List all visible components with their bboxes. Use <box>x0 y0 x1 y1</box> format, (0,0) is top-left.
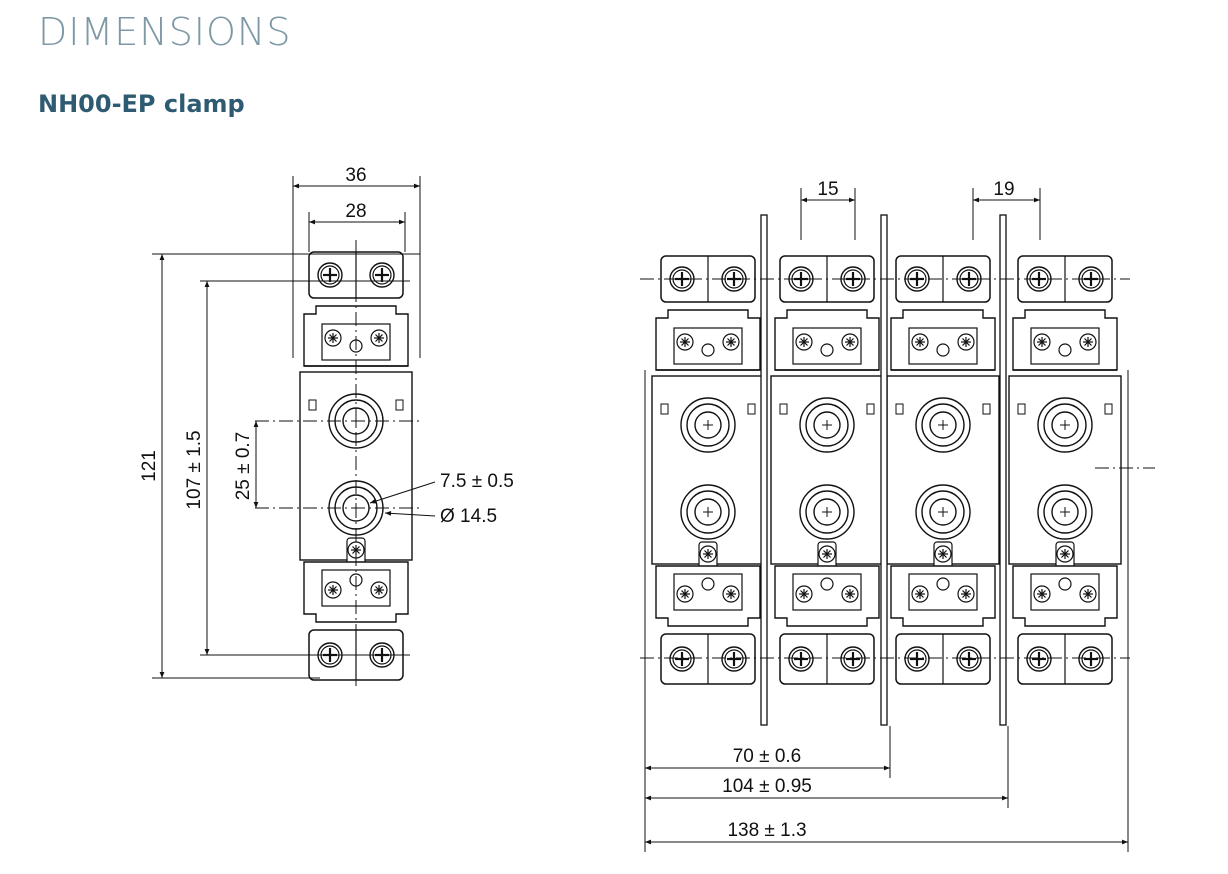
dim-width-outer: 36 <box>345 165 366 186</box>
dim-span-four: 138 ± 1.3 <box>727 820 806 841</box>
dim-hole-spacing: 25 ± 0.7 <box>233 432 254 501</box>
row-clamp-1 <box>652 256 764 684</box>
row-clamp-3 <box>887 256 999 684</box>
row-clamp-2 <box>771 256 883 684</box>
page-title: DIMENSIONS <box>38 10 292 54</box>
dim-span-two: 70 ± 0.6 <box>733 746 802 767</box>
dim-outer-diameter: Ø 14.5 <box>440 506 497 527</box>
row-clamp-4 <box>1009 256 1121 684</box>
dim-pitch-a: 15 <box>817 179 838 200</box>
dim-width-inner: 28 <box>345 201 366 222</box>
dim-height-total: 121 <box>139 450 160 482</box>
page-subtitle: NH00-EP clamp <box>38 90 245 118</box>
dim-hole-diameter: 7.5 ± 0.5 <box>440 471 514 492</box>
dim-pitch-b: 19 <box>993 179 1014 200</box>
dim-span-three: 104 ± 0.95 <box>722 776 812 797</box>
dim-height-inner: 107 ± 1.5 <box>184 430 205 509</box>
